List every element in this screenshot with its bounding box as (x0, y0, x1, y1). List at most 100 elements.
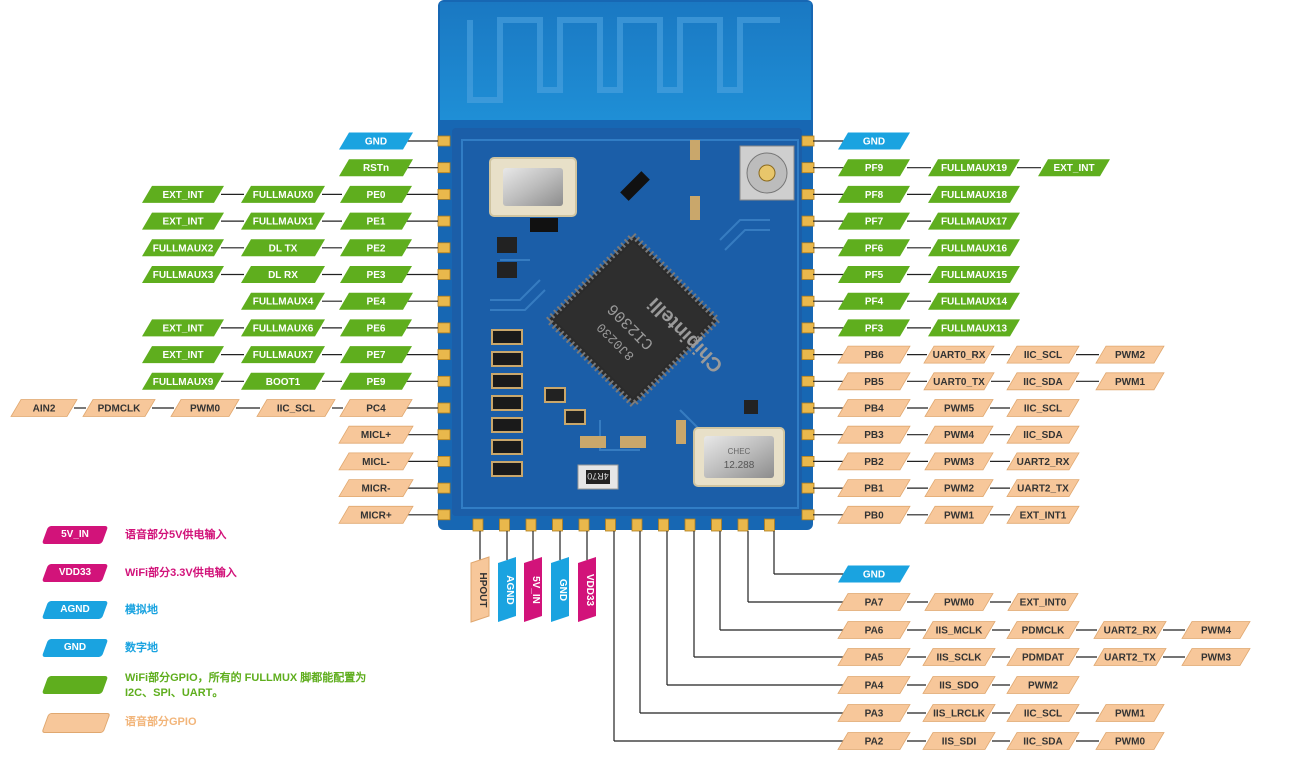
left-pin-11-0: MICL+ (338, 425, 414, 444)
pad-bottom-10 (737, 518, 749, 532)
left-pin-12-0-label: MICL- (362, 457, 390, 468)
right-pin-2-1: FULLMAUX18 (928, 185, 1020, 203)
right-pin-2-1-label: FULLMAUX18 (941, 190, 1008, 201)
left-pin-3-1-bg (241, 212, 325, 230)
left-pin-3-2-label: EXT_INT (162, 217, 203, 228)
left-pin-1-0-bg (339, 159, 413, 177)
right-pin-7-1-bg (928, 319, 1020, 337)
br-pin-3-4-label: PWM3 (1201, 653, 1231, 664)
right-pin-4-1-bg (928, 239, 1020, 257)
left-pin-3-0-bg (340, 212, 412, 230)
left-pin-9-2-label: FULLMAUX9 (153, 377, 214, 388)
br-pin-2-1-bg (922, 621, 996, 639)
right-pin-7-0-bg (838, 319, 910, 337)
pad-left-4 (437, 242, 451, 254)
br-pin-5-2: IIC_SCL (1006, 704, 1080, 722)
left-pin-5-1: DL RX (241, 266, 325, 283)
right-pin-5-1: FULLMAUX15 (928, 266, 1020, 283)
crystal-freq-label: 12.288 (724, 460, 755, 471)
right-pin-6-0-label: PF4 (865, 297, 884, 308)
pad-right-12 (801, 455, 815, 467)
left-pin-10-3-bg (82, 399, 156, 417)
pad-bottom-6 (631, 518, 643, 532)
br-pin-2-0: PA6 (837, 621, 911, 639)
pad-right-7 (801, 322, 815, 334)
right-pin-8-3-label: PWM2 (1115, 350, 1145, 361)
main-chip (543, 230, 723, 410)
bottom-pin-4-label: VDD33 (584, 574, 595, 607)
left-pin-10-2: PWM0 (170, 399, 240, 417)
right-pin-4-0-label: PF6 (865, 243, 884, 254)
pad-left-14 (437, 509, 451, 521)
right-pin-2-0: PF8 (838, 185, 910, 203)
right-pin-11-2-label: IIC_SDA (1023, 430, 1062, 441)
left-pin-9-1-label: BOOT1 (266, 377, 301, 388)
ufl-connector (739, 145, 795, 201)
left-pin-5-0: PE3 (340, 266, 412, 283)
pad-bottom-5 (605, 518, 616, 532)
left-pin-7-2: EXT_INT (142, 319, 224, 337)
right-pin-7-1-label: FULLMAUX13 (941, 323, 1008, 334)
antenna-trace (467, 17, 780, 103)
right-pin-5-1-label: FULLMAUX15 (941, 270, 1008, 281)
right-pin-9-2-bg (1006, 372, 1080, 391)
pad-bottom-11 (764, 518, 775, 532)
legend-tag-0: 5V_IN (61, 529, 89, 540)
pad-bottom-2 (525, 518, 537, 532)
br-pin-6-3-bg (1095, 732, 1165, 750)
br-pin-5-2-label: IIC_SCL (1024, 709, 1062, 720)
pad-right-4 (801, 242, 815, 254)
pad-right-9 (801, 375, 815, 387)
br-pin-5-2-bg (1006, 704, 1080, 722)
bottom-pin-3: GND (551, 557, 569, 622)
left-pin-10-3: PDMCLK (82, 399, 156, 417)
legend-text-3: 数字地 (125, 642, 158, 654)
br-pin-3-0-label: PA5 (865, 653, 884, 664)
br-pin-6-2-bg (1006, 732, 1080, 750)
right-pin-3-0: PF7 (838, 212, 910, 230)
right-pin-12-1: PWM3 (924, 452, 994, 471)
pad-right-13 (801, 482, 815, 494)
br-pin-4-0: PA4 (837, 676, 911, 694)
right-pin-5-1-bg (928, 266, 1020, 283)
right-pin-9-0: PB5 (837, 372, 911, 391)
right-pin-14-0: PB0 (837, 505, 911, 524)
br-pin-2-1-label: IIS_MCLK (936, 626, 983, 637)
left-pin-8-2: EXT_INT (142, 346, 224, 364)
pad-left-9 (437, 375, 451, 387)
pad-right-3 (801, 215, 815, 227)
left-pin-9-1: BOOT1 (241, 372, 325, 390)
pad-left-3 (437, 215, 451, 227)
right-pin-8-1-label: UART0_RX (933, 350, 986, 361)
br-pin-2-2: PDMCLK (1006, 621, 1080, 639)
pad-right-0 (801, 135, 815, 147)
br-pin-3-3-label: UART2_TX (1104, 653, 1156, 664)
pad-bottom-3 (552, 518, 563, 532)
left-pin-10-0-label: PC4 (366, 404, 386, 415)
left-pin-8-0-label: PE7 (367, 350, 386, 361)
right-pin-13-2-bg (1006, 479, 1080, 497)
bottom-pin-4: VDD33 (578, 557, 596, 622)
br-pin-6-1-label: IIS_SDI (942, 737, 977, 748)
left-pin-2-2: EXT_INT (142, 185, 224, 203)
pads (437, 135, 815, 532)
br-pin-3-3-bg (1093, 648, 1167, 666)
br-pin-3-2: PDMDAT (1006, 648, 1080, 666)
left-pin-11-0-label: MICL+ (361, 430, 391, 441)
left-pin-10-4-bg (10, 399, 78, 417)
right-pin-2-0-label: PF8 (865, 190, 884, 201)
right-pin-10-0-bg (837, 399, 911, 417)
left-pin-10-2-label: PWM0 (190, 404, 220, 415)
pad-left-7 (437, 322, 451, 334)
right-pin-0-0-label: GND (863, 137, 885, 148)
br-pin-2-3-bg (1093, 621, 1167, 639)
right-pin-1-0-bg (838, 159, 910, 177)
right-pin-14-2-label: EXT_INT1 (1020, 510, 1067, 521)
left-pin-8-1-label: FULLMAUX7 (253, 350, 314, 361)
br-pin-0-0-label: GND (863, 570, 885, 581)
connector-lines (74, 140, 1185, 742)
br-pin-3-1-bg (922, 648, 996, 666)
left-pin-5-2-bg (142, 266, 224, 283)
bottom-pin-3-label: GND (557, 579, 568, 601)
